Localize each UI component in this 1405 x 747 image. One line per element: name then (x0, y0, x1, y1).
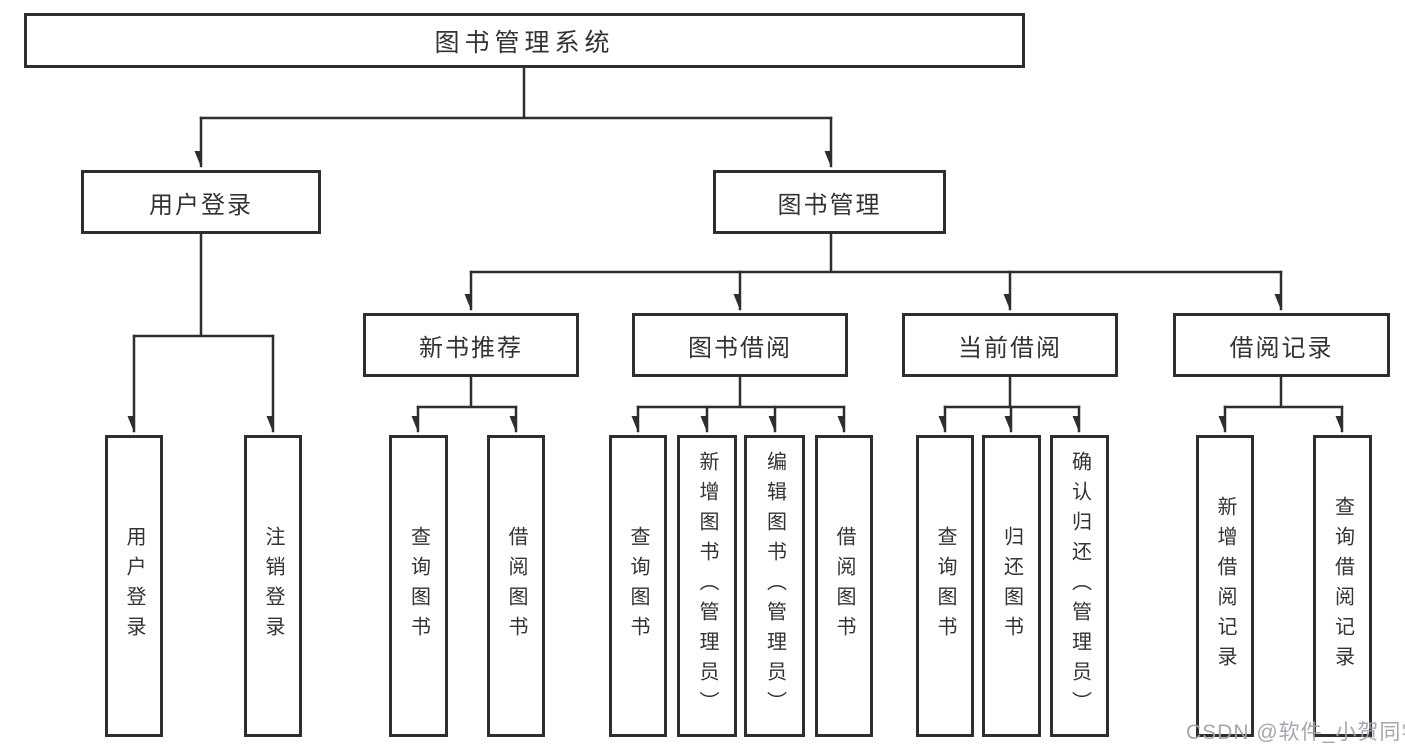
leaf-query-books-1: 查询图书 (389, 435, 448, 737)
node-new-book-recommendation: 新书推荐 (363, 313, 579, 377)
node-book-management: 图书管理 (713, 170, 946, 234)
leaf-logout: 注销登录 (244, 435, 302, 737)
node-current-borrowing: 当前借阅 (902, 313, 1118, 377)
node-book-borrowing: 图书借阅 (632, 313, 848, 377)
leaf-query-books-2: 查询图书 (609, 435, 667, 737)
leaf-query-borrow-record: 查询借阅记录 (1313, 435, 1372, 737)
leaf-user-login: 用户登录 (105, 435, 163, 737)
leaf-add-borrow-record: 新增借阅记录 (1196, 435, 1254, 737)
leaf-edit-books-admin: 编辑图书（管理员） (744, 435, 805, 737)
node-library-management-system: 图书管理系统 (24, 13, 1025, 68)
leaf-return-books: 归还图书 (982, 435, 1041, 737)
leaf-query-books-3: 查询图书 (916, 435, 974, 737)
leaf-borrow-books-2: 借阅图书 (815, 435, 873, 737)
node-user-login: 用户登录 (81, 170, 321, 234)
leaf-add-books-admin: 新增图书（管理员） (677, 435, 737, 737)
node-borrowing-records: 借阅记录 (1173, 313, 1390, 377)
leaf-confirm-return-admin: 确认归还（管理员） (1050, 435, 1109, 737)
leaf-borrow-books-1: 借阅图书 (487, 435, 545, 737)
csdn-watermark: CSDN @软件_小贺同学 (1186, 721, 1405, 744)
